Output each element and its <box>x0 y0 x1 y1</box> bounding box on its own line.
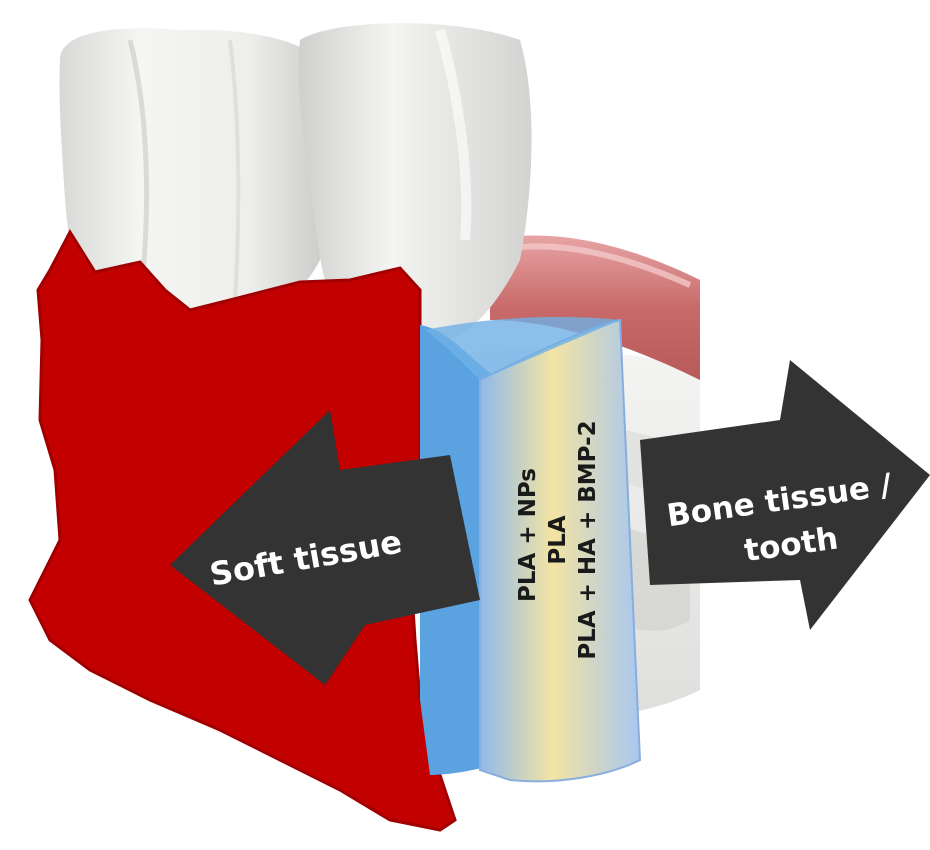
layer-label-pla-nps: PLA + NPs <box>515 468 541 602</box>
layer-label-pla-ha-bmp2: PLA + HA + BMP-2 <box>575 420 601 659</box>
layer-label-pla: PLA <box>545 515 571 565</box>
